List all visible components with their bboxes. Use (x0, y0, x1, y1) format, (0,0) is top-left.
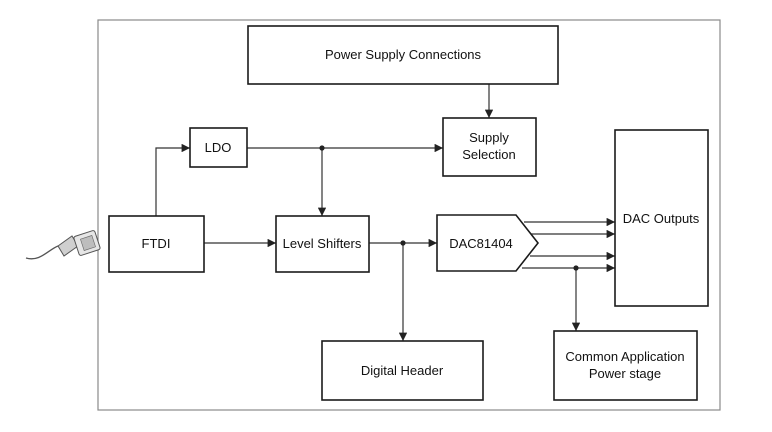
level-shifters-label: Level Shifters (283, 236, 362, 251)
block-level-shifters: Level Shifters (275, 215, 370, 273)
common-app-label-1: Common Application (565, 349, 684, 364)
wire-ftdi-to-ldo (155, 143, 190, 216)
block-ldo: LDO (189, 127, 248, 168)
ftdi-label: FTDI (142, 236, 171, 251)
block-ftdi: FTDI (108, 215, 205, 273)
block-common-application-power-stage: Common Application Power stage (553, 330, 698, 401)
ldo-label: LDO (205, 140, 232, 155)
block-dac81404: DAC81404 (436, 214, 540, 272)
common-app-label-2: Power stage (589, 366, 661, 381)
digital-header-label: Digital Header (361, 363, 444, 378)
power-supply-label: Power Supply Connections (325, 47, 482, 62)
block-dac-outputs: DAC Outputs (614, 129, 709, 307)
dac-outputs-label: DAC Outputs (623, 211, 700, 226)
usb-cable-icon (25, 230, 101, 260)
board-frame (97, 19, 721, 411)
junction-dot (573, 265, 579, 271)
supply-selection-label-2: Selection (462, 147, 515, 162)
block-supply-selection: Supply Selection (442, 117, 537, 177)
supply-selection-label-1: Supply (469, 130, 509, 145)
block-power-supply-connections: Power Supply Connections (247, 25, 559, 85)
junction-dot (400, 240, 406, 246)
block-digital-header: Digital Header (321, 340, 484, 401)
dac-label: DAC81404 (449, 236, 513, 251)
junction-dot (319, 145, 325, 151)
